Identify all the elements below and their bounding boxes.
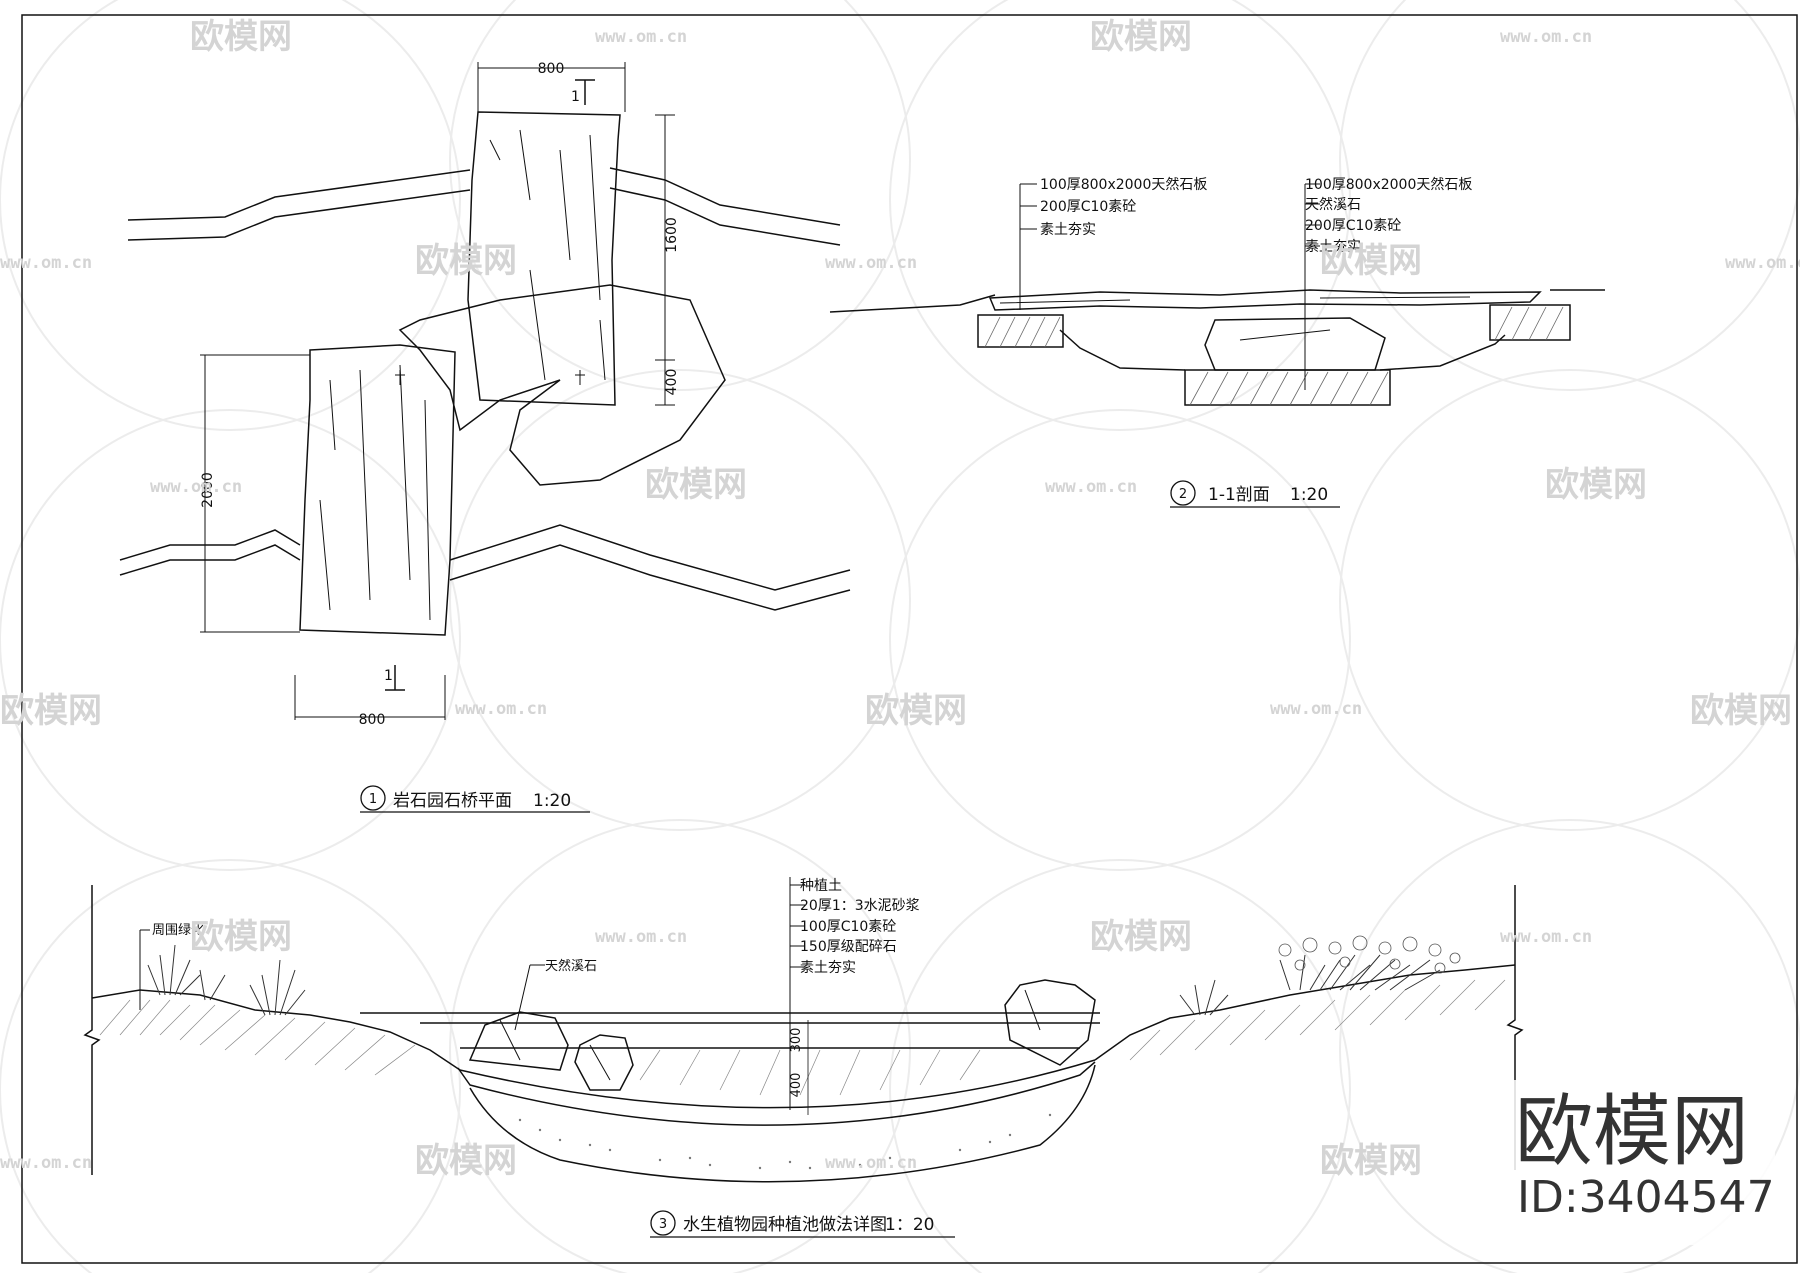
brand-stamp: 欧模网 ID:3404547 (1505, 1080, 1775, 1245)
pond-dim-1: 300 (789, 1028, 804, 1053)
plan-dim-height-left: 2000 (200, 472, 216, 508)
plan-dim-top: 800 (538, 61, 565, 77)
plan-dim-bottom: 800 (359, 712, 386, 728)
watermark-url: www.om.cn (595, 27, 687, 47)
pond-leaders (139, 877, 809, 1115)
watermark-url: www.om.cn (1725, 253, 1800, 273)
watermark-brand: 欧模网 (190, 917, 292, 957)
section-note-right-4: 素土夯实 (1305, 239, 1361, 255)
section-note-left-1: 100厚800x2000天然石板 (1040, 176, 1207, 193)
watermark-brand: 欧模网 (1090, 917, 1192, 957)
plan-view (119, 62, 851, 720)
section-hatching (984, 306, 1564, 406)
pond-note-1: 种植土 (800, 878, 842, 894)
pond-note-3: 100厚C10素砼 (800, 919, 896, 935)
section-note-left-2: 200厚C10素砼 (1040, 199, 1136, 215)
watermark-brand: 欧模网 (1690, 691, 1792, 731)
section-scale: 1:20 (1290, 485, 1328, 505)
plan-dim-height-right: 1600 (664, 217, 680, 253)
watermark-url: www.om.cn (455, 699, 547, 719)
pond-note-2: 20厚1：3水泥砂浆 (800, 898, 920, 914)
watermark-brand: 欧模网 (190, 17, 292, 57)
pond-hatching (99, 979, 1506, 1096)
watermark-url: www.om.cn (150, 477, 242, 497)
watermark-brand: 欧模网 (1320, 1141, 1422, 1181)
watermark-url: www.om.cn (595, 927, 687, 947)
watermark-brand: 欧模网 (0, 691, 102, 731)
section-leaders (1019, 183, 1320, 390)
brand-stamp-id: ID:3404547 (1517, 1172, 1775, 1223)
pond-title: 水生植物园种植池做法详图 (683, 1215, 887, 1235)
section-note-right-1: 100厚800x2000天然石板 (1305, 176, 1472, 193)
plan-title: 岩石园石桥平面 (393, 791, 512, 811)
watermark-layer: 欧模网 欧模网 www.om.cn www.om.cn www.om.cn 欧模… (0, 17, 1800, 1181)
watermark-url: www.om.cn (1500, 27, 1592, 47)
section-note-right-2: 天然溪石 (1305, 196, 1361, 213)
plan-title-index: 1 (369, 792, 377, 807)
watermark-url: www.om.cn (825, 1153, 917, 1173)
pond-note-4: 150厚级配碎石 (800, 939, 897, 955)
watermark-brand: 欧模网 (645, 465, 747, 505)
plan-section-mark-top: 1 (571, 89, 580, 105)
plan-dim-height-small: 400 (664, 369, 680, 396)
pond-view (83, 885, 1524, 1183)
watermark-brand: 欧模网 (415, 1141, 517, 1181)
section-title-index: 2 (1179, 487, 1187, 502)
watermark-url: www.om.cn (1500, 927, 1592, 947)
watermark-brand: 欧模网 (865, 691, 967, 731)
pond-gravel (518, 1113, 1052, 1170)
section-view (829, 289, 1605, 406)
plan-scale: 1:20 (533, 791, 571, 811)
pond-label-stone: 天然溪石 (545, 958, 597, 974)
section-note-right-3: 200厚C10素砼 (1305, 218, 1401, 234)
section-title-block: 2 1-1剖面 1:20 (1170, 480, 1340, 508)
section-title: 1-1剖面 (1208, 485, 1270, 505)
pond-note-5: 素土夯实 (800, 960, 856, 976)
plan-title-block: 1 岩石园石桥平面 1:20 (360, 785, 590, 813)
watermark-url: www.om.cn (1045, 477, 1137, 497)
watermark-url: www.om.cn (825, 253, 917, 273)
watermark-url: www.om.cn (0, 1153, 92, 1173)
sheet-border (21, 14, 1798, 1264)
pond-plant-foliage (1278, 935, 1461, 974)
watermark-brand: 欧模网 (1090, 17, 1192, 57)
pond-label-grass: 周围绿化 (152, 923, 204, 938)
watermark-brand: 欧模网 (1545, 465, 1647, 505)
pond-scale: 1：20 (885, 1215, 934, 1235)
pond-title-index: 3 (659, 1217, 667, 1232)
watermark-brand: 欧模网 (415, 241, 517, 281)
watermark-url: www.om.cn (0, 253, 92, 273)
watermark-url: www.om.cn (1270, 699, 1362, 719)
pond-title-block: 3 水生植物园种植池做法详图 1：20 (650, 1210, 955, 1238)
brand-stamp-title: 欧模网 (1515, 1087, 1749, 1177)
pond-plants (147, 944, 1441, 1016)
pond-dim-2: 400 (789, 1073, 804, 1098)
plan-section-mark-bottom: 1 (384, 668, 393, 684)
watermark-brand: 欧模网 (1320, 241, 1422, 281)
section-note-left-3: 素土夯实 (1040, 222, 1096, 238)
